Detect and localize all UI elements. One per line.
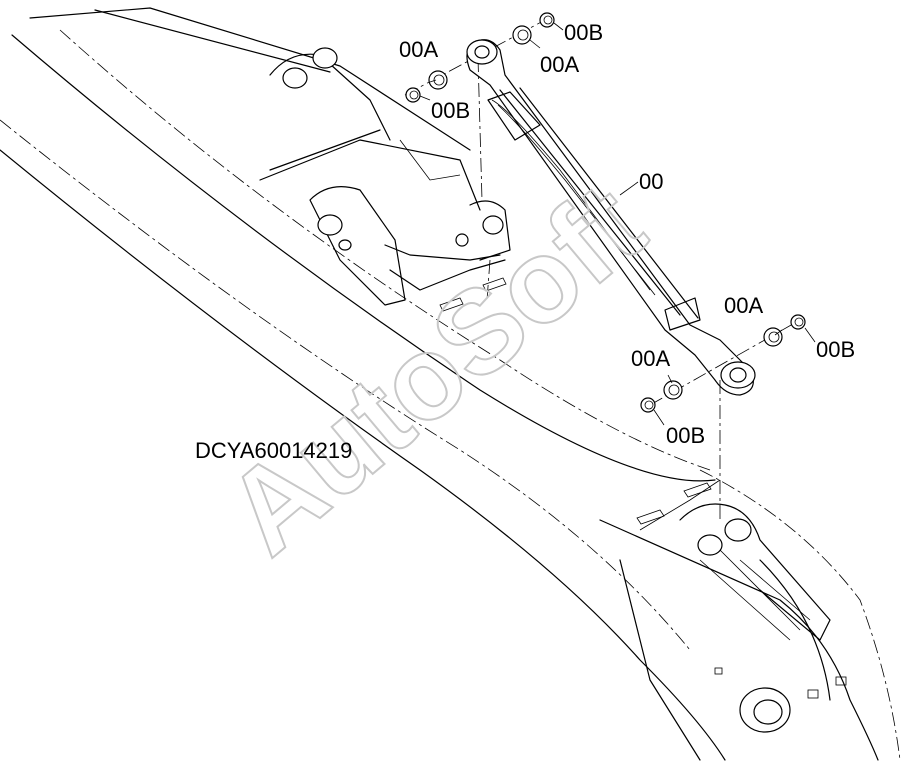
bushing-top-left-a [428, 70, 448, 90]
callout-labels: 00 00A 00B 00A 00B 00A 00B 00A 00B DCYA6… [195, 20, 855, 463]
callout-bottom-right-a: 00A [724, 293, 763, 318]
seal-top-left-b [405, 87, 421, 103]
boom-body [0, 7, 901, 761]
watermark: AutoSoft [202, 159, 668, 580]
label-leaders [419, 22, 816, 426]
seal-bottom-right-b [790, 314, 806, 330]
bushing-bottom-left-a [663, 380, 683, 400]
hydraulic-cylinder [466, 39, 756, 396]
seal-bottom-left-b [640, 397, 656, 413]
bushings [405, 12, 806, 413]
bushing-bottom-right-a [763, 327, 783, 347]
callout-cylinder: 00 [639, 169, 663, 194]
callout-bottom-right-b: 00B [816, 337, 855, 362]
callout-top-right-a: 00A [540, 52, 579, 77]
callout-bottom-left-b: 00B [666, 423, 705, 448]
callout-bottom-left-a: 00A [631, 346, 670, 371]
bushing-top-right-a [512, 25, 532, 45]
diagram-id: DCYA60014219 [195, 438, 352, 463]
callout-top-right-b: 00B [564, 20, 603, 45]
callout-top-left-b: 00B [431, 98, 470, 123]
callout-top-left-a: 00A [399, 37, 438, 62]
seal-top-right-b [539, 12, 555, 28]
